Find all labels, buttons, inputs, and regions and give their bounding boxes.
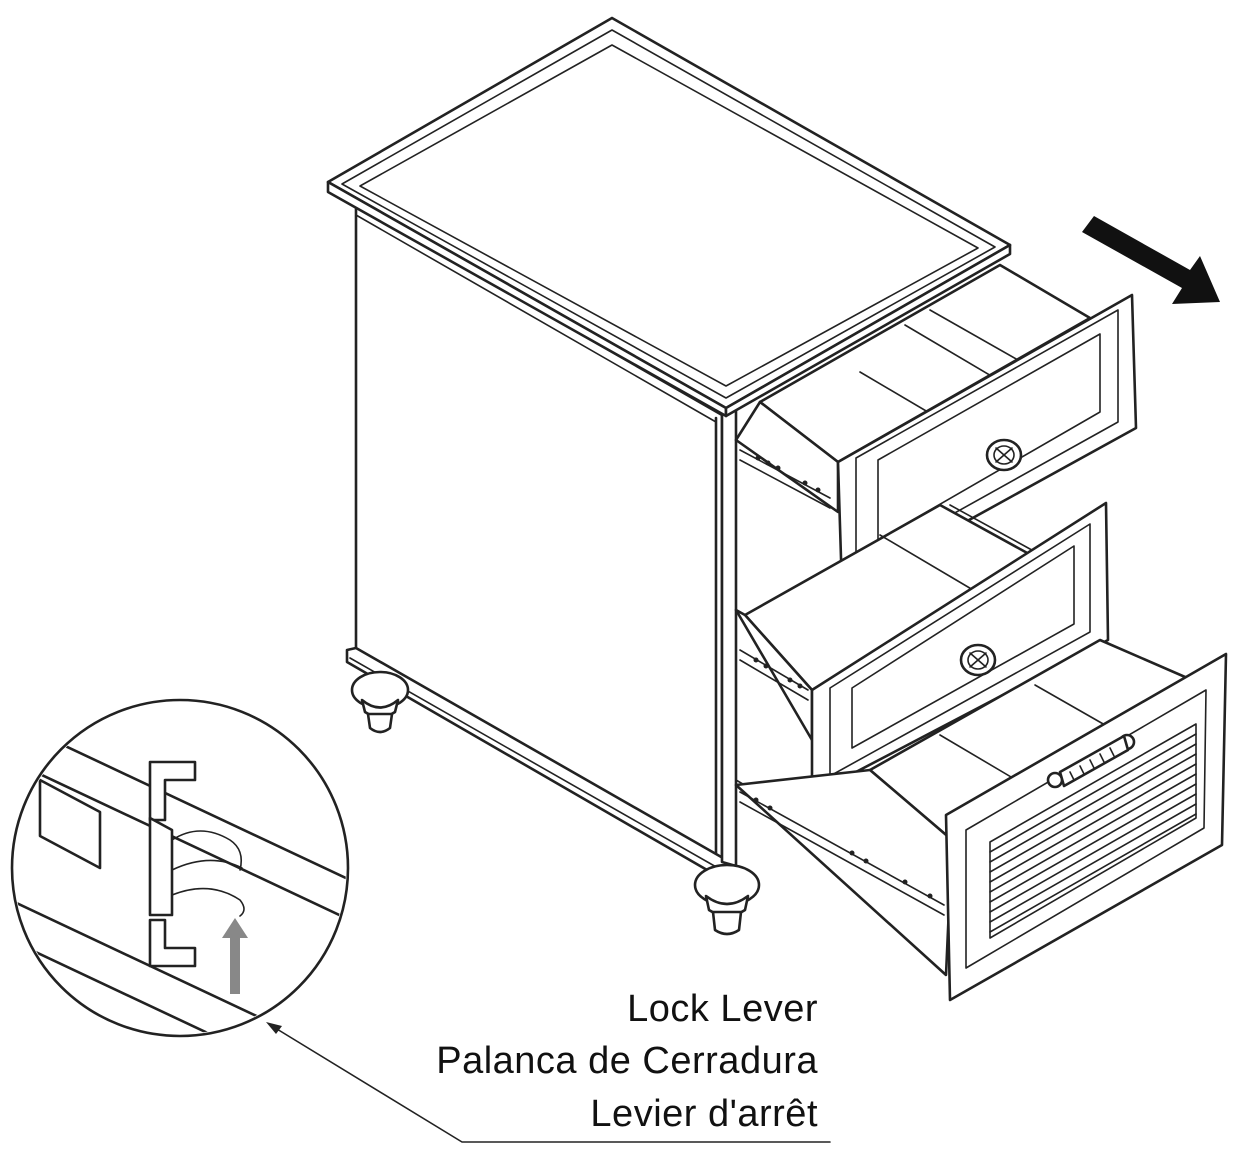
arrow-up-icon bbox=[222, 918, 248, 994]
callout-label-english: Lock Lever bbox=[627, 988, 818, 1030]
bottom-drawer-rail bbox=[739, 791, 945, 916]
bottom-drawer[interactable] bbox=[734, 638, 1228, 1002]
top-drawer-rail bbox=[739, 449, 831, 509]
callout-leader-line bbox=[266, 1022, 831, 1143]
middle-drawer-knob-icon[interactable] bbox=[959, 643, 997, 677]
callout-label-french: Levier d'arrêt bbox=[590, 1093, 818, 1135]
cabinet-top bbox=[326, 16, 1012, 418]
front-right-foot bbox=[693, 863, 761, 936]
middle-drawer[interactable] bbox=[734, 501, 1110, 797]
cabinet-front-frame bbox=[720, 408, 738, 868]
bottom-drawer-handle-icon[interactable] bbox=[1046, 733, 1136, 789]
middle-drawer-rail bbox=[739, 649, 809, 701]
top-drawer[interactable] bbox=[734, 263, 1138, 592]
front-left-foot bbox=[350, 670, 410, 734]
bold-arrow-down-right-icon bbox=[1082, 216, 1220, 304]
lock-lever-detail-circle bbox=[10, 698, 350, 1038]
top-drawer-knob-icon[interactable] bbox=[985, 438, 1023, 472]
callout-label-spanish: Palanca de Cerradura bbox=[436, 1040, 818, 1082]
bottom-drawer-louvers bbox=[989, 733, 1197, 933]
